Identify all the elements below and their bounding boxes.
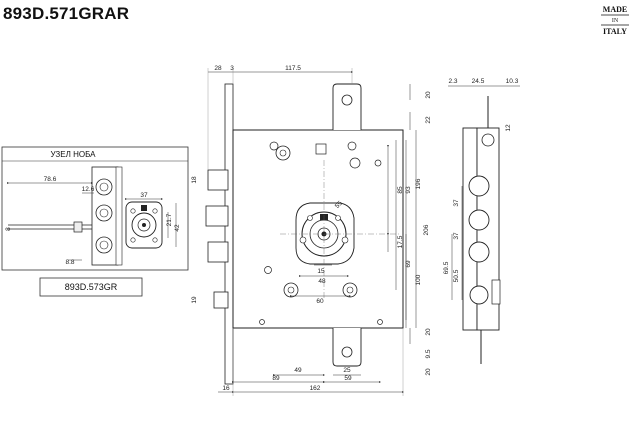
inset-dim-42: 42 (174, 224, 181, 232)
badge-line-3: ITALY (603, 27, 627, 36)
dim-20-top: 20 (425, 91, 432, 99)
dim-diameter-55: 55 (334, 200, 344, 210)
side-dim-24-5: 24.5 (472, 78, 485, 85)
dim-196: 196 (415, 178, 422, 189)
dim-85: 85 (397, 186, 404, 194)
dim-diameter-18: 18 (191, 176, 198, 184)
dim-49: 49 (294, 367, 302, 374)
dim-206: 206 (423, 224, 430, 235)
inset-dim-37: 37 (140, 192, 148, 199)
badge-line-2: IN (612, 18, 619, 24)
dim-117-5: 117.5 (285, 65, 301, 72)
lock-front-view: 28 3 117.5 20 22 85 93 196 206 17.5 69 1… (191, 65, 432, 396)
inset-dim-12-6: 12.6 (82, 186, 95, 193)
dim-162: 162 (310, 385, 321, 392)
inset-title: УЗЕЛ НОБА (51, 150, 97, 159)
dim-diameter-19: 19 (191, 296, 198, 304)
side-dim-50-5: 50.5 (453, 269, 460, 282)
side-dim-diameter-12: 12 (505, 124, 512, 132)
dim-89: 89 (272, 375, 280, 382)
dim-16: 16 (222, 385, 230, 392)
side-dim-37-a: 37 (453, 199, 460, 207)
dim-28: 28 (214, 65, 222, 72)
inset-dim-8: 8 (5, 227, 12, 231)
knob-node-inset: УЗЕЛ НОБА 78.6 12.6 37 8 8.8 (1, 146, 189, 271)
dim-22: 22 (425, 116, 432, 124)
dim-20-mid: 20 (425, 328, 432, 336)
side-dim-2-3: 2.3 (448, 78, 457, 85)
side-dim-37-b: 37 (453, 232, 460, 240)
dim-25: 25 (343, 367, 351, 374)
dim-17-5: 17.5 (397, 235, 404, 248)
dim-60: 60 (316, 298, 324, 305)
dim-93: 93 (405, 186, 412, 194)
dim-100: 100 (415, 274, 422, 285)
inset-dim-8-8: 8.8 (65, 259, 74, 266)
side-dim-10-3: 10.3 (506, 78, 519, 85)
lock-side-view: 2.3 24.5 10.3 12 37 37 69.5 50.5 (443, 78, 520, 364)
inset-dim-21-7: 21.7 (166, 213, 173, 226)
inset-code-label: 893D.573GR (65, 282, 118, 292)
dim-20-bottom: 20 (425, 368, 432, 376)
side-dim-69-5: 69.5 (443, 261, 450, 274)
product-code-title: 893D.571GRAR (3, 4, 130, 23)
dim-48: 48 (318, 278, 326, 285)
cylinder-mechanism (295, 202, 355, 265)
dim-9-5: 9.5 (425, 349, 432, 358)
dim-69: 69 (405, 260, 412, 268)
made-in-italy-badge: MADE IN ITALY (598, 3, 632, 39)
code-label-box: 893D.573GR (39, 277, 143, 297)
dim-3: 3 (230, 65, 234, 72)
inset-dim-78-6: 78.6 (44, 176, 57, 183)
dim-15: 15 (317, 268, 325, 275)
dim-59: 59 (344, 375, 352, 382)
badge-line-1: MADE (603, 5, 627, 14)
